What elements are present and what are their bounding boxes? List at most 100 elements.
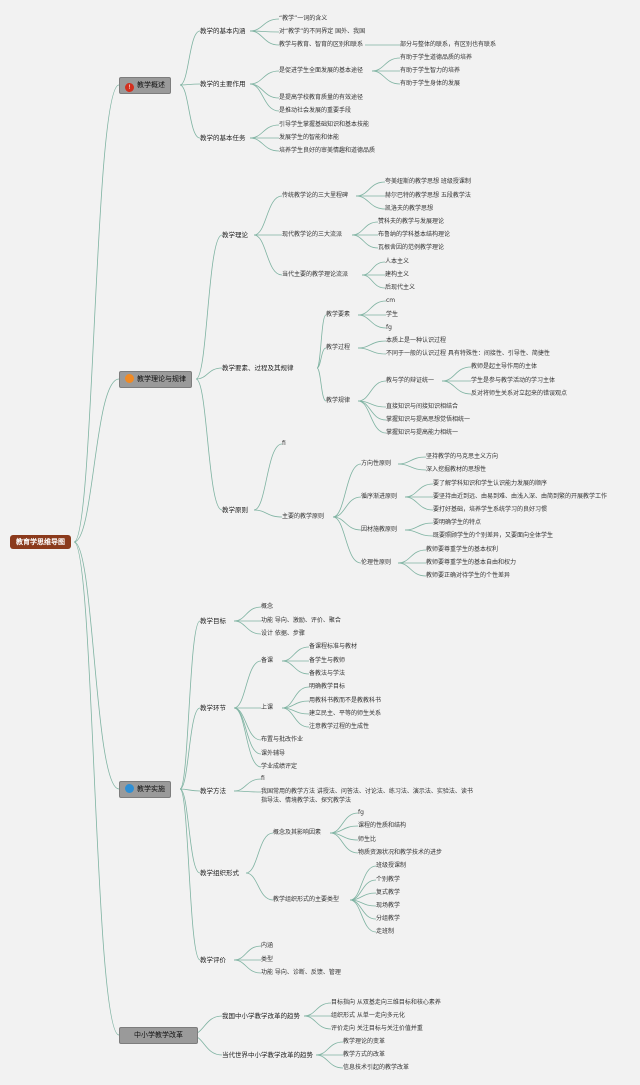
- node[interactable]: 当代主要的教学理论流派: [282, 271, 349, 278]
- node[interactable]: 内涵: [261, 942, 274, 949]
- node[interactable]: 教学组织形式的主要类型: [273, 896, 340, 903]
- node[interactable]: 上课: [261, 704, 274, 711]
- node[interactable]: 教学理论的变革: [343, 1038, 386, 1045]
- node[interactable]: 教学规律: [326, 397, 351, 404]
- node[interactable]: 布置与批改作业: [261, 736, 304, 743]
- node[interactable]: 教师是起主导作用的主体: [471, 363, 538, 370]
- node[interactable]: 不同于一般的认识过程 具有特殊性：间接性、引导性、简捷性: [386, 350, 550, 357]
- node[interactable]: 教学目标: [200, 617, 226, 625]
- node[interactable]: 反对将师生关系对立起来的错误观点: [471, 390, 568, 397]
- node[interactable]: 个别教学: [376, 876, 401, 883]
- node[interactable]: 用教科书教而不是教教科书: [309, 697, 382, 704]
- node[interactable]: 是提高学校教育质量的有效途径: [279, 94, 364, 101]
- node[interactable]: 复式教学: [376, 889, 401, 896]
- node[interactable]: cm: [386, 297, 396, 304]
- node[interactable]: 主要的教学原则: [282, 513, 325, 520]
- node[interactable]: 是推动社会发展的重要手段: [279, 107, 352, 114]
- node[interactable]: 直接知识与间接知识相结合: [386, 403, 459, 410]
- node[interactable]: 评价走向 关注目标与关注价值并重: [331, 1025, 423, 1032]
- node[interactable]: 有助于学生智力的培养: [400, 67, 461, 74]
- node[interactable]: 布鲁纳的学科基本结构理论: [378, 231, 451, 238]
- node[interactable]: 深入挖掘教材的思想性: [426, 466, 487, 473]
- node[interactable]: 我国中小学教学改革的趋势: [222, 1012, 300, 1020]
- node[interactable]: 教师要尊重学生的基本自由和权力: [426, 559, 517, 566]
- node[interactable]: 因材施教原则: [361, 526, 398, 533]
- node[interactable]: 学生是参与教学活动的学习主体: [471, 377, 556, 384]
- node[interactable]: 教学与教育、智育的区别和联系: [279, 41, 364, 48]
- node[interactable]: 教学要素、过程及其规律: [222, 364, 294, 372]
- node[interactable]: “教学”一词的含义: [279, 15, 328, 22]
- node[interactable]: 课程的性质和结构: [358, 822, 407, 829]
- node[interactable]: 教学的基本内涵: [200, 27, 246, 35]
- node[interactable]: 教学方式的改革: [343, 1051, 386, 1058]
- node[interactable]: 本质上是一种认识过程: [386, 337, 447, 344]
- node[interactable]: 赫尔巴特的教学思想 五段教学法: [385, 192, 471, 199]
- node[interactable]: 教学评价: [200, 956, 226, 964]
- node[interactable]: 备学生与教师: [309, 657, 346, 664]
- node[interactable]: 建立民主、平等的师生关系: [309, 710, 382, 717]
- node[interactable]: 对“教学”的不同界定 国外、我国: [279, 28, 366, 35]
- node[interactable]: 有助于学生道德品质的培养: [400, 54, 473, 61]
- node[interactable]: 教与学的辩证统一: [386, 377, 435, 384]
- node[interactable]: 引导学生掌握基础知识和基本技能: [279, 121, 370, 128]
- node[interactable]: 要打好基础，培养学生系统学习的良好习惯: [433, 506, 548, 513]
- node[interactable]: 教师要尊重学生的基本权利: [426, 546, 499, 553]
- node[interactable]: 物质资源状况和教学技术的进步: [358, 849, 443, 856]
- node[interactable]: 掌握知识与提高能力相统一: [386, 429, 459, 436]
- node[interactable]: 教学过程: [326, 344, 351, 351]
- node[interactable]: 类型: [261, 956, 274, 963]
- node[interactable]: 人本主义: [385, 258, 410, 265]
- node[interactable]: 现场教学: [376, 902, 401, 909]
- node[interactable]: 概念及其影响因素: [273, 829, 322, 836]
- node[interactable]: 既要照顾学生的个别差异，又要面向全体学生: [433, 532, 554, 539]
- node[interactable]: 教学理论: [222, 231, 248, 239]
- node[interactable]: 要明确学生的特点: [433, 519, 482, 526]
- node[interactable]: 明确教学目标: [309, 683, 346, 690]
- node[interactable]: 要了解学科知识和学生认识能力发展的顺序: [433, 480, 548, 487]
- node[interactable]: 赞科夫的教学与发展理论: [378, 218, 445, 225]
- category-teaching-overview[interactable]: !教学概述: [119, 77, 171, 94]
- node[interactable]: 教学的主要作用: [200, 80, 246, 88]
- node[interactable]: 有助于学生身体的发展: [400, 80, 461, 87]
- node[interactable]: 课外辅导: [261, 750, 286, 757]
- node[interactable]: 教学原则: [222, 506, 248, 514]
- node[interactable]: 概念: [261, 603, 274, 610]
- node[interactable]: 后现代主义: [385, 284, 416, 291]
- node[interactable]: 坚持教学的马克思主义方向: [426, 453, 499, 460]
- node[interactable]: 组织形式 从单一走向多元化: [331, 1012, 405, 1019]
- node[interactable]: 凯洛夫的教学思想: [385, 205, 434, 212]
- node[interactable]: 备教法与学法: [309, 670, 346, 677]
- node[interactable]: 教学组织形式: [200, 869, 239, 877]
- node[interactable]: 注意教学过程的生成性: [309, 723, 370, 730]
- category-implementation[interactable]: 教学实施: [119, 781, 171, 798]
- node[interactable]: 是促进学生全面发展的基本途径: [279, 67, 364, 74]
- node[interactable]: 备课程标准与教材: [309, 643, 358, 650]
- node[interactable]: 学业成绩评定: [261, 763, 298, 770]
- node[interactable]: 师生比: [358, 836, 377, 843]
- node[interactable]: 瓦根舍因的范例教学理论: [378, 244, 445, 251]
- node[interactable]: 教师要正确对待学生的个性差异: [426, 572, 511, 579]
- node[interactable]: 循序渐进原则: [361, 493, 398, 500]
- node[interactable]: 传统教学论的三大里程碑: [282, 192, 349, 199]
- node[interactable]: fi: [261, 775, 265, 782]
- node[interactable]: fg: [386, 324, 392, 331]
- node[interactable]: 学生: [386, 311, 399, 318]
- node[interactable]: 建构主义: [385, 271, 410, 278]
- node[interactable]: 指导法、情境教学法、探究教学法: [261, 797, 352, 804]
- node[interactable]: fi: [282, 440, 286, 447]
- node[interactable]: 信息技术引起的教学改革: [343, 1064, 410, 1071]
- node[interactable]: 夸美纽斯的教学思想 班级授课制: [385, 178, 471, 185]
- node[interactable]: 目标指向 从双基走向三维目标和核心素养: [331, 999, 441, 1006]
- node[interactable]: 功能 导向、诊断、反馈、管理: [261, 969, 341, 976]
- root-node[interactable]: 教育学思维导图: [10, 535, 71, 549]
- node[interactable]: 班级授课制: [376, 862, 407, 869]
- node[interactable]: fg: [358, 809, 364, 816]
- node[interactable]: 当代世界中小学教学改革的趋势: [222, 1051, 313, 1059]
- node[interactable]: 现代教学论的三大流派: [282, 231, 343, 238]
- node[interactable]: 伦理性原则: [361, 559, 392, 566]
- node[interactable]: 功能 导向、激励、评价、聚合: [261, 617, 341, 624]
- node[interactable]: 掌握知识与提高思想觉悟相统一: [386, 416, 471, 423]
- node[interactable]: 教学方法: [200, 787, 226, 795]
- category-theory-and-laws[interactable]: 教学理论与规律: [119, 371, 192, 388]
- node[interactable]: 方向性原则: [361, 460, 392, 467]
